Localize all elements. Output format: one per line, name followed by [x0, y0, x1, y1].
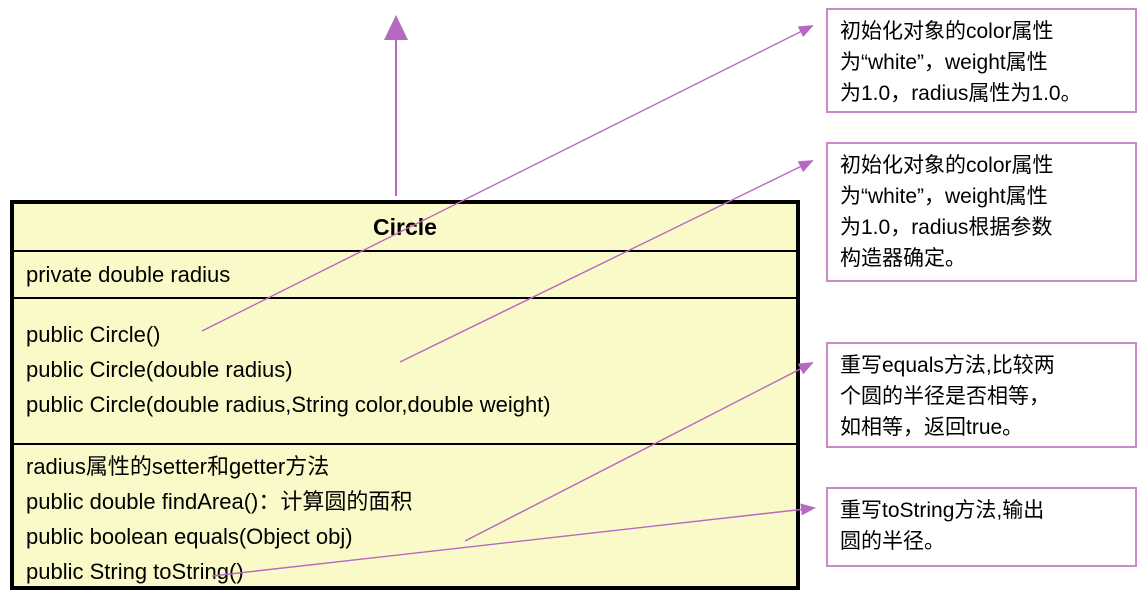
uml-class-box: Circle private double radius public Circ…	[10, 200, 800, 590]
note-line: 如相等，返回true。	[840, 416, 1024, 439]
annotation-note-equals-method: 重写equals方法,比较两 个圆的半径是否相等， 如相等，返回true。	[826, 342, 1137, 448]
note-line: 为1.0，radius根据参数	[840, 216, 1053, 239]
annotation-note-tostring-method: 重写toString方法,输出 圆的半径。	[826, 487, 1137, 567]
note-line: 为“white”，weight属性	[840, 185, 1048, 208]
note-line: 重写equals方法,比较两	[840, 354, 1055, 377]
constructor-row: public Circle(double radius,String color…	[26, 392, 551, 417]
attribute-row: private double radius	[26, 261, 231, 287]
constructor-row: public Circle(double radius)	[26, 357, 293, 382]
generalization-arrow-icon	[384, 15, 408, 196]
note-line: 初始化对象的color属性	[840, 20, 1054, 43]
attributes-compartment: private double radius	[14, 250, 796, 297]
methods-compartment: radius属性的setter和getter方法 public double f…	[14, 443, 796, 589]
note-line: 为“white”，weight属性	[840, 51, 1048, 74]
note-line: 个圆的半径是否相等，	[840, 385, 1050, 408]
method-row: public boolean equals(Object obj)	[26, 524, 353, 549]
note-line: 圆的半径。	[840, 530, 945, 553]
note-line: 为1.0，radius属性为1.0。	[840, 82, 1082, 105]
note-line: 初始化对象的color属性	[840, 154, 1054, 177]
class-title: Circle	[373, 214, 437, 240]
note-line: 重写toString方法,输出	[840, 499, 1045, 522]
method-row: radius属性的setter和getter方法	[26, 454, 330, 479]
note-line: 构造器确定。	[840, 247, 966, 270]
annotation-note-radius-constructor: 初始化对象的color属性 为“white”，weight属性 为1.0，rad…	[826, 142, 1137, 282]
constructors-compartment: public Circle() public Circle(double rad…	[14, 297, 796, 443]
method-row: public double findArea()：计算圆的面积	[26, 489, 413, 514]
constructor-row: public Circle()	[26, 322, 161, 347]
annotation-note-default-constructor: 初始化对象的color属性 为“white”，weight属性 为1.0，rad…	[826, 8, 1137, 113]
method-row: public String toString()	[26, 559, 244, 584]
